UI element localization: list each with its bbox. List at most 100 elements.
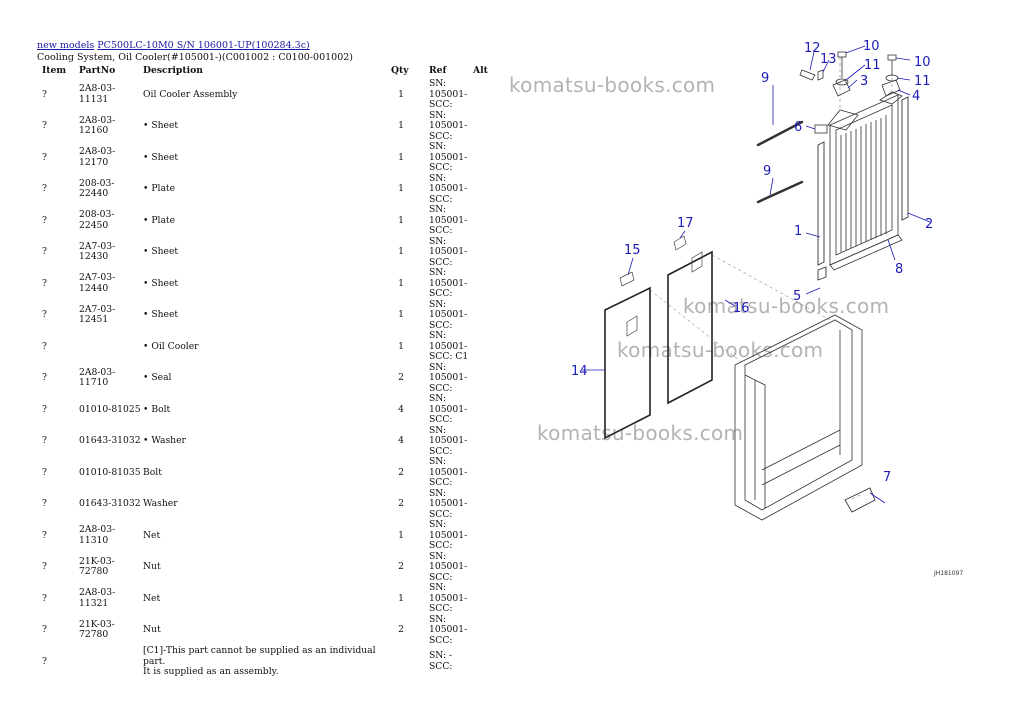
cell-description: • Sheet xyxy=(143,277,179,289)
cell-partno: 01643-31032 xyxy=(79,498,141,509)
cell-description: • Plate xyxy=(143,214,176,226)
cell-qty: 1 xyxy=(398,309,404,320)
cell-partno xyxy=(79,646,143,678)
cell-qty: 4 xyxy=(398,403,404,415)
cell-description: • Sheet xyxy=(143,246,179,257)
cell-item: ? xyxy=(42,88,47,100)
watermark: komatsu-books.com xyxy=(617,338,824,362)
cell-description: Nut xyxy=(143,561,161,572)
col-partno: PartNo xyxy=(79,65,116,76)
cell-qty: 1 xyxy=(398,340,404,352)
cell-qty: 1 xyxy=(398,88,404,100)
oil-cooler-core xyxy=(827,91,903,271)
watermark: komatsu-books.com xyxy=(537,421,744,445)
cell-ref: SN: 105001-SCC: xyxy=(429,298,468,331)
cell-description: • Washer xyxy=(143,435,186,446)
cell-alt xyxy=(473,489,503,521)
cell-description: • Plate xyxy=(143,183,176,194)
cell-partno: 21K-03-72780 xyxy=(79,618,115,641)
callout-label: 11 xyxy=(914,74,931,89)
cell-item: ? xyxy=(42,592,47,604)
cell-alt xyxy=(473,174,503,206)
cell-qty: 1 xyxy=(398,214,404,226)
cell-qty: 1 xyxy=(398,277,404,289)
cell-alt xyxy=(473,142,503,174)
cell-qty: 2 xyxy=(398,624,404,635)
cell-alt xyxy=(473,205,503,237)
cell-description: • Bolt xyxy=(143,403,171,415)
cell-item: ? xyxy=(42,498,47,509)
cell-item: ? xyxy=(42,466,47,478)
exploded-parts-diagram: 9 9 6 1 5 8 2 7 12 13 10 10 11 11 3 4 14… xyxy=(571,39,933,521)
cell-alt xyxy=(473,615,503,647)
cell-alt xyxy=(473,552,503,584)
cell-description: • Sheet xyxy=(143,309,179,320)
callout-labels: 9 9 6 1 5 8 2 7 12 13 10 10 11 11 3 4 14… xyxy=(571,39,933,485)
cell-alt xyxy=(473,646,503,678)
cell-qty: 4 xyxy=(398,435,404,446)
parts-table: Item PartNo Description Qty Ref Alt ?2A8… xyxy=(30,65,503,678)
callout-leaders xyxy=(582,45,931,504)
cell-ref: SN: 105001-SCC: xyxy=(429,613,468,646)
page-header: new models PC500LC-10M0 S/N 106001-UP(10… xyxy=(37,40,353,64)
side-seals xyxy=(817,96,909,281)
bolts xyxy=(799,51,901,97)
cell-item: ? xyxy=(42,561,47,572)
cell-qty: 2 xyxy=(398,372,404,383)
cell-qty: 1 xyxy=(398,183,404,194)
cell-description: Oil Cooler Assembly xyxy=(143,88,238,100)
cell-qty: 2 xyxy=(398,498,404,509)
cell-alt xyxy=(473,331,503,363)
cell-partno: 2A8-03-12170 xyxy=(79,146,116,168)
block-6 xyxy=(814,124,828,134)
callout-label: 16 xyxy=(733,301,750,316)
figure-code: JH181097 xyxy=(934,570,964,577)
cell-item: ? xyxy=(42,277,47,289)
cell-description: • Sheet xyxy=(143,120,179,131)
cell-partno: 2A7-03-12440 xyxy=(79,272,116,294)
callout-label: 10 xyxy=(863,39,880,54)
cell-partno: 01010-81025 xyxy=(79,403,141,415)
callout-label: 10 xyxy=(914,55,931,70)
new-models-link[interactable]: new models xyxy=(37,40,95,51)
cell-item: ? xyxy=(42,655,47,667)
cell-alt xyxy=(473,426,503,458)
cell-partno: 01643-31032 xyxy=(79,435,141,446)
model-link[interactable]: PC500LC-10M0 S/N 106001-UP(100284.3c) xyxy=(97,40,310,51)
net-grilles xyxy=(619,235,703,337)
cell-ref: SN: 105001-SCC: xyxy=(429,582,468,614)
cell-ref: SN: 105001-SCC: xyxy=(429,78,468,110)
cell-ref: SN: 105001-SCC: xyxy=(429,424,468,457)
callout-label: 9 xyxy=(763,164,771,179)
cell-alt xyxy=(473,79,503,111)
cell-alt xyxy=(473,394,503,426)
col-qty: Qty xyxy=(391,65,409,76)
cell-ref: SN: 105001-SCC: xyxy=(429,550,468,583)
cell-ref: SN: 105001-SCC: xyxy=(429,487,468,520)
cell-alt xyxy=(473,457,503,489)
cell-partno: 21K-03-72780 xyxy=(79,555,115,578)
cell-partno: 208-03-22450 xyxy=(79,209,115,231)
cell-item: ? xyxy=(42,246,47,257)
page-subtitle: Cooling System, Oil Cooler(#105001-)(C00… xyxy=(37,52,353,63)
cell-alt xyxy=(473,111,503,143)
cell-partno: 2A8-03-11321 xyxy=(79,587,116,609)
cell-ref: SN: 105001-SCC: xyxy=(429,456,468,488)
cooler-frame xyxy=(734,314,863,521)
cell-ref: SN: 105001-SCC: xyxy=(429,141,468,173)
callout-label: 12 xyxy=(804,41,821,56)
watermark: komatsu-books.com xyxy=(509,73,716,97)
cell-item: ? xyxy=(42,151,47,163)
